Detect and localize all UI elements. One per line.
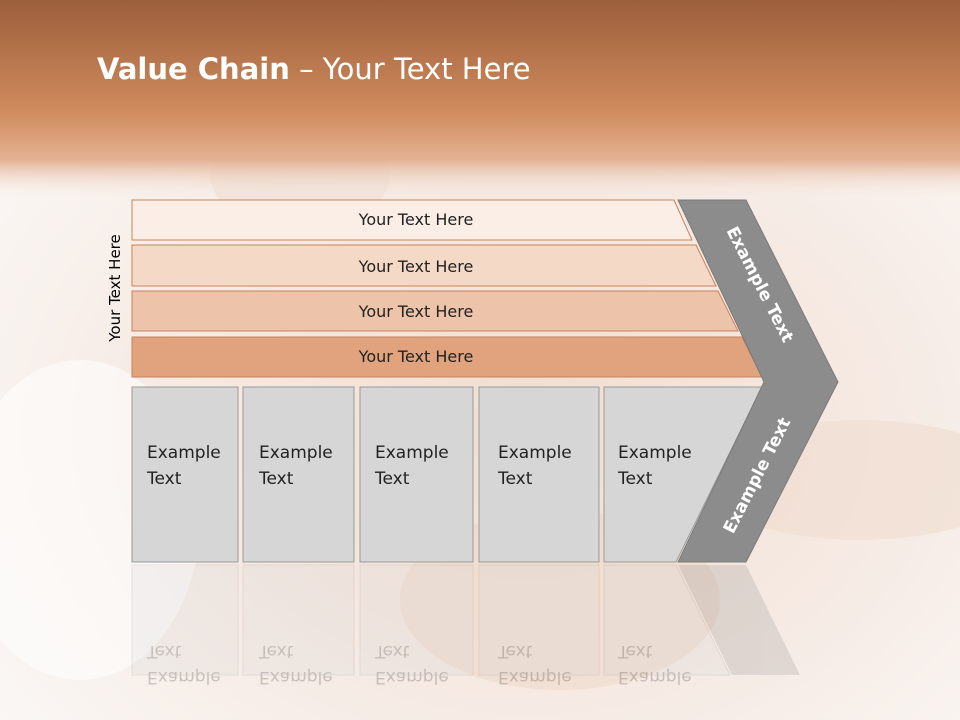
refl-3-line2: Text (497, 641, 533, 661)
box-3[interactable]: Example Text (478, 386, 600, 563)
box-0-line2: Text (146, 469, 182, 489)
box-4-line1: Example (618, 443, 692, 463)
title-rest: – Your Text Here (289, 52, 531, 86)
box-2[interactable]: Example Text (359, 386, 474, 563)
box-3-line1: Example (498, 443, 572, 463)
refl-1-line1: Example (259, 667, 333, 687)
bar-0[interactable]: Your Text Here (131, 199, 693, 241)
box-0[interactable]: Example Text (131, 386, 239, 563)
box-2-line1: Example (375, 443, 449, 463)
bar-1-label: Your Text Here (358, 257, 474, 276)
refl-4-line2: Text (617, 641, 653, 661)
box-1-line2: Text (258, 469, 294, 489)
bar-3[interactable]: Your Text Here (131, 336, 763, 378)
refl-2-line1: Example (375, 667, 449, 687)
bar-1[interactable]: Your Text Here (131, 244, 717, 287)
refl-2-line2: Text (374, 641, 410, 661)
bar-3-label: Your Text Here (358, 347, 474, 366)
refl-0-line1: Example (147, 667, 221, 687)
refl-0-line2: Text (146, 641, 182, 661)
box-2-line2: Text (374, 469, 410, 489)
diagram-reflection: Example Text Example Text Example Text E… (131, 564, 800, 687)
box-3-line2: Text (497, 469, 533, 489)
box-0-line1: Example (147, 443, 221, 463)
refl-1-line2: Text (258, 641, 294, 661)
box-4-line2: Text (617, 469, 653, 489)
bar-2-label: Your Text Here (358, 302, 474, 321)
bar-2[interactable]: Your Text Here (131, 290, 739, 332)
box-1[interactable]: Example Text (242, 386, 355, 563)
box-1-line1: Example (259, 443, 333, 463)
refl-4-line1: Example (618, 667, 692, 687)
box-4[interactable]: Example Text (603, 386, 763, 563)
title-bold: Value Chain (97, 52, 290, 86)
slide-title: Value Chain – Your Text Here (97, 52, 531, 86)
bar-0-label: Your Text Here (358, 210, 474, 229)
refl-3-line1: Example (498, 667, 572, 687)
